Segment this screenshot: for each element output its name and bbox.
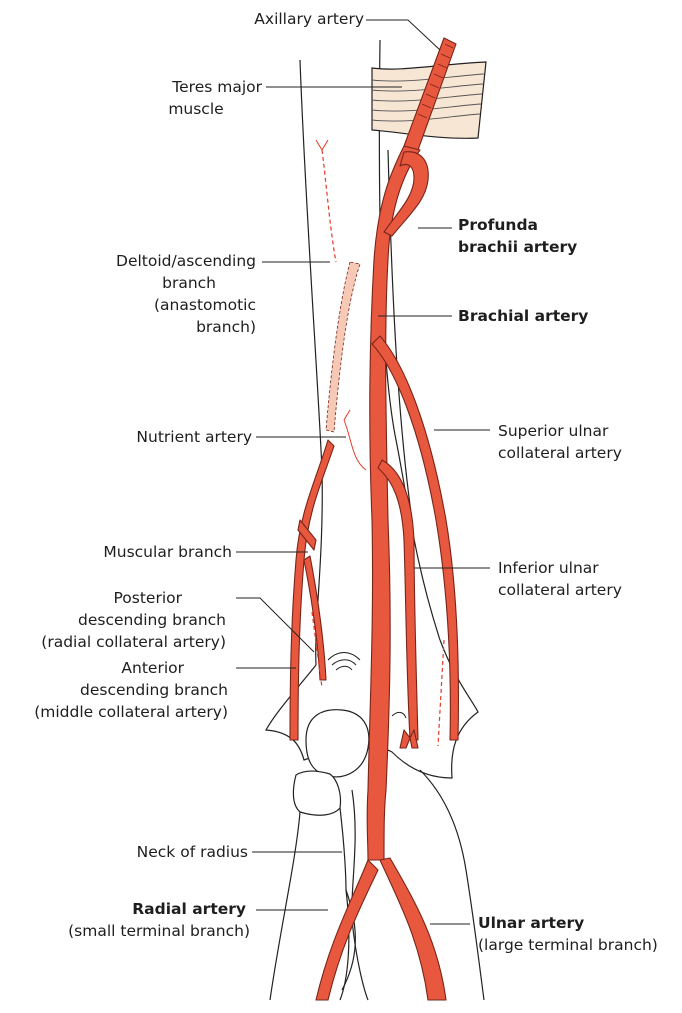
- label-axillary-artery: Axillary artery: [200, 8, 364, 30]
- label-profunda-line1: Profunda: [458, 214, 658, 236]
- label-anterior-line1: Anterior: [2, 657, 228, 679]
- arteries: [290, 38, 459, 1000]
- label-neck-of-radius: Neck of radius: [60, 841, 248, 863]
- label-nutrient-artery: Nutrient artery: [60, 426, 252, 448]
- leader-lines: [236, 20, 490, 924]
- label-deltoid-ascending: Deltoid/ascending branch (anastomotic br…: [60, 250, 256, 338]
- label-posterior-line2: descending branch: [4, 609, 226, 631]
- label-radial-line1: Radial artery: [10, 898, 250, 920]
- label-inferior-ulnar-collateral: Inferior ulnar collateral artery: [498, 557, 678, 601]
- label-ulnar-artery: Ulnar artery (large terminal branch): [478, 912, 678, 956]
- label-nutrient-text: Nutrient artery: [60, 426, 252, 448]
- label-deltoid-line2: branch: [60, 272, 256, 294]
- label-ulnar-line2: (large terminal branch): [478, 934, 678, 956]
- label-profunda-line2: brachii artery: [458, 236, 658, 258]
- label-neck-radius-text: Neck of radius: [60, 841, 248, 863]
- label-anterior-line3: (middle collateral artery): [2, 701, 228, 723]
- label-deltoid-line1: Deltoid/ascending: [60, 250, 256, 272]
- label-radial-line2: (small terminal branch): [10, 920, 250, 942]
- label-brachial-artery: Brachial artery: [458, 305, 658, 327]
- label-superior-ulnar-line1: Superior ulnar: [498, 420, 678, 442]
- label-teres-major: Teres major muscle: [100, 76, 262, 120]
- label-anterior-line2: descending branch: [2, 679, 228, 701]
- label-muscular-text: Muscular branch: [40, 541, 232, 563]
- label-posterior-line1: Posterior: [4, 587, 226, 609]
- label-superior-ulnar-line2: collateral artery: [498, 442, 678, 464]
- label-teres-major-line2: muscle: [100, 98, 262, 120]
- label-profunda-brachii: Profunda brachii artery: [458, 214, 658, 258]
- label-axillary-artery-text: Axillary artery: [200, 8, 364, 30]
- deltoid-ascending-branch: [326, 262, 360, 432]
- label-superior-ulnar-collateral: Superior ulnar collateral artery: [498, 420, 678, 464]
- label-deltoid-line3: (anastomotic: [60, 294, 256, 316]
- label-posterior-line3: (radial collateral artery): [4, 631, 226, 653]
- label-deltoid-line4: branch): [60, 316, 256, 338]
- label-teres-major-line1: Teres major: [100, 76, 262, 98]
- label-muscular-branch: Muscular branch: [40, 541, 232, 563]
- label-inferior-ulnar-line1: Inferior ulnar: [498, 557, 678, 579]
- label-ulnar-line1: Ulnar artery: [478, 912, 678, 934]
- label-inferior-ulnar-line2: collateral artery: [498, 579, 678, 601]
- label-posterior-descending: Posterior descending branch (radial coll…: [4, 587, 226, 653]
- label-brachial-text: Brachial artery: [458, 305, 658, 327]
- label-anterior-descending: Anterior descending branch (middle colla…: [2, 657, 228, 723]
- label-radial-artery: Radial artery (small terminal branch): [10, 898, 250, 942]
